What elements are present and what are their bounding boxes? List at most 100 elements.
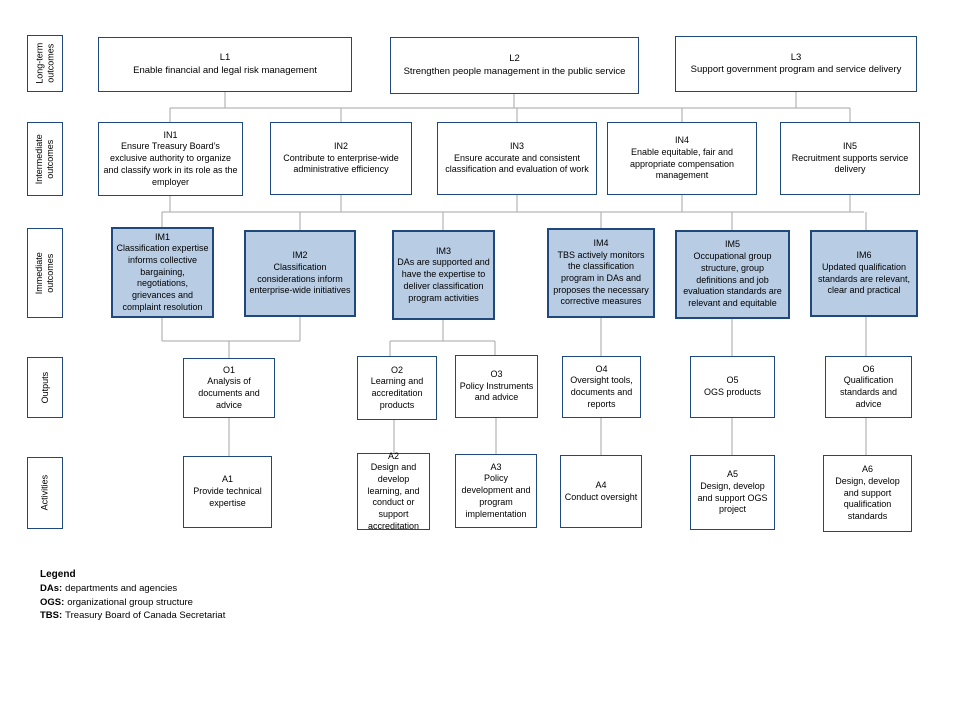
box-code: IN5 [842, 140, 857, 151]
row-label-activities: Activities [27, 457, 63, 529]
box-text: Learning and accreditation products [370, 376, 424, 410]
box-code: O2 [390, 364, 403, 375]
box-o4: O4 Oversight tools, documents and report… [562, 356, 641, 418]
legend-definition: organizational group structure [67, 596, 193, 608]
box-l2: L2 Strengthen people management in the p… [390, 37, 639, 94]
box-o6: O6 Qualification standards and advice [825, 356, 912, 418]
row-label-text: Intermediate outcomes [33, 133, 55, 185]
box-in5: IN5 Recruitment supports service deliver… [780, 122, 920, 195]
box-l3: L3 Support government program and servic… [675, 36, 917, 92]
box-o1: O1 Analysis of documents and advice [183, 358, 275, 418]
legend-definition: Treasury Board of Canada Secretariat [65, 610, 226, 622]
box-text: Updated qualification standards are rele… [817, 261, 911, 296]
box-code: L3 [790, 51, 802, 63]
box-code: IN4 [674, 135, 689, 146]
row-label-text: Long-term outcomes [33, 42, 55, 85]
box-o5: O5 OGS products [690, 356, 775, 418]
box-text: Enable equitable, fair and appropriate c… [629, 146, 735, 181]
row-label-text: Immediate outcomes [33, 251, 55, 295]
legend-entry-tbs: TBS:Treasury Board of Canada Secretariat [40, 609, 225, 622]
box-im5: IM5 Occupational group structure, group … [675, 230, 790, 319]
box-in3: IN3 Ensure accurate and consistent class… [437, 122, 597, 195]
box-text: Design, develop and support OGS project [697, 480, 768, 515]
box-text: Design and develop learning, and conduct… [367, 462, 420, 531]
box-im2: IM2 Classification considerations inform… [244, 230, 356, 317]
legend-term: DAs: [40, 583, 63, 595]
box-text: Ensure accurate and consistent classific… [445, 152, 589, 175]
box-code: L2 [509, 53, 520, 65]
box-code: IM4 [593, 237, 609, 248]
box-text: Contribute to enterprise-wide administra… [283, 152, 399, 175]
box-text: Classification considerations inform ent… [249, 261, 351, 296]
box-code: A6 [861, 464, 873, 475]
box-text: Policy development and program implement… [461, 473, 531, 519]
box-im4: IM4 TBS actively monitors the classifica… [547, 228, 655, 318]
legend: Legend DAs:departments and agencies OGS:… [40, 568, 225, 623]
box-code: O4 [595, 363, 608, 374]
box-text: Strengthen people management in the publ… [403, 65, 626, 77]
box-text: TBS actively monitors the classification… [553, 249, 649, 307]
box-o3: O3 Policy Instruments and advice [455, 355, 538, 418]
box-text: Ensure Treasury Board’s exclusive author… [103, 141, 238, 187]
box-code: O5 [726, 375, 739, 386]
box-code: O1 [222, 364, 235, 375]
box-o2: O2 Learning and accreditation products [357, 356, 437, 420]
box-text: Qualification standards and advice [839, 375, 898, 409]
box-code: IM6 [856, 250, 872, 261]
box-text: Recruitment supports service delivery [791, 152, 909, 175]
legend-definition: departments and agencies [65, 583, 178, 595]
row-label-text: Outputs [39, 371, 50, 404]
box-a6: A6 Design, develop and support qualifica… [823, 455, 912, 532]
box-code: L1 [219, 52, 231, 64]
box-code: IN2 [333, 140, 348, 151]
legend-term: TBS: [40, 610, 63, 622]
box-im1: IM1 Classification expertise informs col… [111, 227, 214, 318]
box-text: Analysis of documents and advice [198, 376, 260, 410]
legend-entry-ogs: OGS:organizational group structure [40, 596, 225, 609]
box-text: Design, develop and support qualificatio… [835, 475, 900, 522]
box-im3: IM3 DAs are supported and have the exper… [392, 230, 495, 320]
box-code: A3 [490, 461, 502, 472]
box-text: Oversight tools, documents and reports [570, 375, 633, 409]
box-code: IM2 [292, 250, 308, 261]
legend-term: OGS: [40, 596, 65, 608]
box-text: OGS products [703, 387, 762, 397]
box-code: O6 [862, 363, 875, 374]
row-label-immediate-outcomes: Immediate outcomes [27, 228, 63, 318]
box-code: IM5 [724, 239, 740, 250]
box-text: Occupational group structure, group defi… [683, 251, 782, 308]
box-code: A2 [387, 450, 399, 461]
legend-title: Legend [40, 569, 76, 580]
box-text: Provide technical expertise [193, 486, 262, 508]
box-text: Policy Instruments and advice [459, 380, 534, 403]
box-code: A1 [221, 474, 233, 485]
box-text: Support government program and service d… [690, 64, 902, 75]
row-label-intermediate-outcomes: Intermediate outcomes [27, 122, 63, 196]
row-label-outputs: Outputs [27, 357, 63, 418]
box-l1: L1 Enable financial and legal risk manag… [98, 37, 352, 92]
row-label-text: Activities [39, 475, 50, 511]
box-text: Enable financial and legal risk manageme… [133, 64, 317, 76]
box-code: IN1 [163, 129, 178, 140]
box-a4: A4 Conduct oversight [560, 455, 642, 528]
box-a5: A5 Design, develop and support OGS proje… [690, 455, 775, 530]
box-text: Conduct oversight [564, 491, 638, 502]
box-code: A4 [595, 479, 607, 490]
box-in2: IN2 Contribute to enterprise-wide admini… [270, 122, 412, 195]
box-a2: A2 Design and develop learning, and cond… [357, 450, 430, 531]
row-label-long-term-outcomes: Long-term outcomes [27, 35, 63, 92]
box-in4: IN4 Enable equitable, fair and appropria… [607, 122, 757, 195]
box-a1: A1 Provide technical expertise [183, 456, 272, 528]
box-code: IM3 [435, 245, 451, 256]
legend-entry-das: DAs:departments and agencies [40, 582, 225, 595]
box-code: IM1 [154, 231, 170, 242]
box-code: A5 [726, 469, 738, 480]
box-im6: IM6 Updated qualification standards are … [810, 230, 918, 317]
box-in1: IN1 Ensure Treasury Board’s exclusive au… [98, 122, 243, 196]
box-code: IN3 [509, 140, 524, 151]
box-text: Classification expertise informs collect… [116, 243, 209, 312]
box-a3: A3 Policy development and program implem… [455, 454, 537, 528]
box-text: DAs are supported and have the expertise… [397, 257, 490, 303]
